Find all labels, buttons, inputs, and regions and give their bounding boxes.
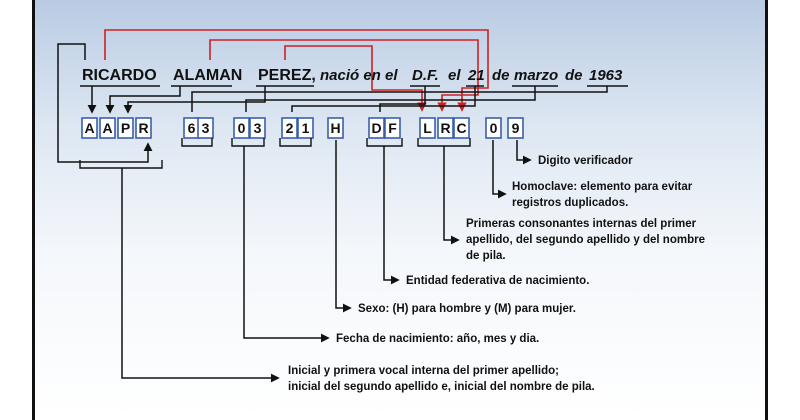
code-box [507,117,524,139]
code-box [485,117,502,139]
sentence-month: marzo [514,67,558,84]
background-panel [32,0,768,420]
desc-consonants-line2: apellido, del segundo apellido y del nom… [466,234,705,246]
first-surname: ALAMAN [173,67,242,84]
sentence-de-2: de [565,67,583,84]
code-box-char: 2 [286,120,294,136]
desc-consonants-line3: de pila. [466,250,506,262]
code-box [117,117,134,139]
code-box [297,117,314,139]
desc-initials-line1: Inicial y primera vocal interna del prim… [288,365,559,377]
connector-ricardo-to-r [57,43,153,163]
connector-alaman-to-a2 [105,86,181,114]
code-box-char: 1 [302,120,310,136]
sentence-nacio: nació en el [320,67,398,84]
descriptions: Digito verificador Homoclave: elemento p… [288,155,705,393]
connector-perez-to-l [284,45,427,112]
sentence-el: el [448,67,461,84]
code-box-char: A [102,120,112,136]
sentence-day: 21 [467,67,485,84]
code-box-char: F [388,120,397,136]
code-box-char: A [84,120,94,136]
desc-initials-line2: inicial del segundo apellido e, inicial … [288,381,595,393]
connector-day-to-21 [291,86,476,112]
code-box [281,117,298,139]
code-box [327,117,344,139]
code-box-char: P [121,120,130,136]
code-box-char: 6 [188,120,196,136]
connector-year-to-63 [191,86,608,112]
leader-homoclave [492,140,507,199]
code-box-char: L [423,120,432,136]
code-box-char: 9 [512,120,520,136]
desc-homoclave-line1: Homoclave: elemento para evitar [512,181,693,193]
code-box [368,117,385,139]
code-box [81,117,98,139]
leader-check-digit [516,140,532,165]
first-name: RICARDO [82,67,157,84]
desc-state: Entidad federativa de nacimiento. [406,275,589,287]
desc-consonants-line1: Primeras consonantes internas del primer [466,218,697,230]
desc-birthdate: Fecha de nacimiento: año, mes y dia. [336,333,539,345]
connector-perez-to-p [123,86,266,114]
left-frame-line [32,0,35,420]
code-box-char: 3 [202,120,210,136]
sentence-de-1: de [492,67,510,84]
leader-lines [121,140,532,383]
code-box [249,117,266,139]
leader-initials [121,168,280,383]
code-box [233,117,250,139]
code-box-char: R [138,120,148,136]
desc-check-digit: Digito verificador [538,155,633,167]
code-box [453,117,470,139]
group-brackets [79,138,471,169]
code-box [437,117,454,139]
sentence-state: D.F. [412,67,439,84]
code-box-char: R [440,120,450,136]
sentence-year: 1963 [589,67,623,84]
code-box [419,117,436,139]
code-box-char: 0 [490,120,498,136]
right-frame-line [765,0,768,420]
dark-connectors [57,43,608,163]
code-box-char: 0 [238,120,246,136]
connector-alaman-to-r [209,39,479,112]
desc-homoclave-line2: registros duplicados. [512,197,628,209]
name-sentence: RICARDO ALAMAN PEREZ, nació en el D.F. e… [82,67,623,84]
code-box-char: C [456,120,466,136]
desc-sex: Sexo: (H) para hombre y (M) para mujer. [358,303,576,315]
code-box [197,117,214,139]
code-box [99,117,116,139]
connector-df-to-df [379,86,426,112]
code-box-char: D [371,120,381,136]
leader-birthdate [243,146,330,343]
leader-sex [335,140,352,313]
code-box [135,117,152,139]
connector-month-to-03 [245,86,536,112]
second-surname: PEREZ, [258,67,316,84]
code-box [384,117,401,139]
leader-state [383,146,400,285]
code-box-char: 3 [254,120,262,136]
code-box-char: H [330,120,340,136]
leader-consonants [443,146,460,245]
